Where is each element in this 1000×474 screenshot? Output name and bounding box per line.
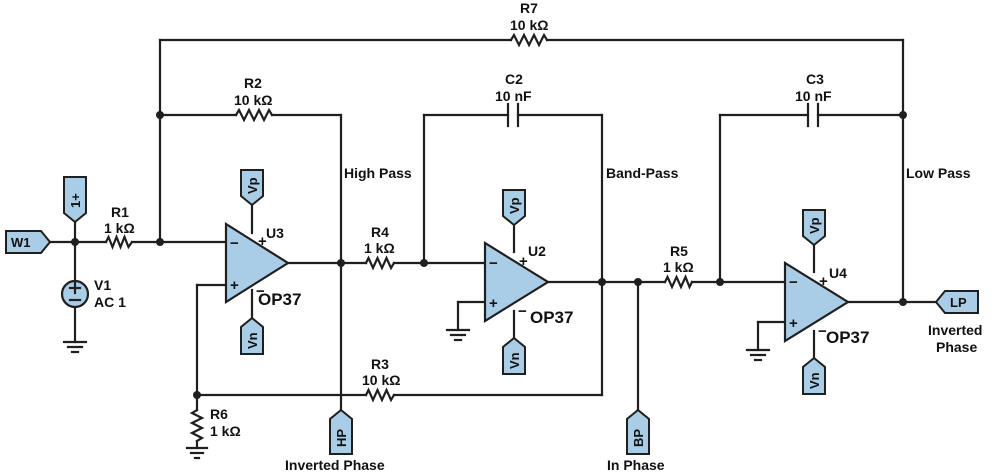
c3-ref: C3 [806,71,824,87]
r5-ref: R5 [670,243,688,259]
r1-value: 1 kΩ [104,220,135,236]
port-bp: BP [631,429,646,447]
r4-value: 1 kΩ [364,240,395,256]
port-w1: W1 [11,235,31,250]
resistor-r4 [364,255,396,271]
r2-ref: R2 [244,75,262,91]
opamp-u2: − + + − U2 OP37 [483,241,573,327]
u3-ref: U3 [266,225,284,241]
u3-vp-sign: + [258,233,267,250]
r3-value: 10 kΩ [362,372,400,388]
r3-ref: R3 [371,356,389,372]
junction-dots [71,111,907,399]
band-pass-label: Band-Pass [606,165,679,181]
u2-part: OP37 [530,308,573,327]
opamp-u4: − + + − U4 OP37 [783,261,869,347]
u3-part: OP37 [258,290,301,309]
r2-value: 10 kΩ [234,92,272,108]
ground-u2 [445,328,471,342]
u4-part: OP37 [826,328,869,347]
u3-vn-sign: − [256,283,265,300]
u2-vp-tag: Vp [507,197,522,214]
u2-ref: U2 [528,243,546,259]
port-hp: HP [334,429,349,447]
resistor-r3 [364,387,396,403]
capacitor-c2 [506,102,520,128]
bp-phase-label: In Phase [607,457,665,473]
voltage-source-v1 [60,279,90,309]
high-pass-label: High Pass [344,165,412,181]
v1-value: AC 1 [94,294,126,310]
u4-inverting-sign: − [789,274,798,291]
u2-vn-sign: − [518,303,527,320]
component-labels: R1 1 kΩ R2 10 kΩ R7 10 kΩ R4 1 kΩ R3 10 … [94,0,832,439]
c3-value: 10 nF [795,88,832,104]
u2-vn-tag: Vn [507,352,522,369]
u2-vp-sign: + [519,253,528,270]
u3-inverting-sign: − [230,235,239,252]
r1-ref: R1 [111,204,129,220]
c2-ref: C2 [505,71,523,87]
u4-noninverting-sign: + [789,315,798,332]
ground-u4 [745,348,771,362]
r4-ref: R4 [371,224,389,240]
resistor-r7 [509,32,549,48]
r6-value: 1 kΩ [210,423,241,439]
u4-vp-tag: Vp [807,217,822,234]
r7-value: 10 kΩ [510,17,548,33]
r5-value: 1 kΩ [663,259,694,275]
capacitor-c3 [806,102,820,128]
u4-vp-sign: + [819,273,828,290]
r7-ref: R7 [520,0,538,16]
u4-vn-tag: Vn [807,372,822,389]
low-pass-label: Low Pass [906,165,971,181]
ground-v1 [62,340,88,354]
signal-labels: High Pass Band-Pass Low Pass Inverted Ph… [285,165,982,473]
u4-vn-sign: − [818,323,827,340]
u3-vp-tag: Vp [245,177,260,194]
opamp-u3: − + + − U3 OP37 [224,222,301,309]
r6-ref: R6 [210,406,228,422]
wires [48,38,938,412]
resistor-r2 [234,107,274,123]
port-lp: LP [950,295,967,310]
hp-phase-label: Inverted Phase [285,457,385,473]
resistor-r1 [104,234,134,250]
c2-value: 10 nF [495,88,532,104]
lp-phase-label-line1: Inverted [928,322,982,338]
u3-noninverting-sign: + [230,277,239,294]
lp-phase-label-line2: Phase [936,339,977,355]
port-1plus: 1+ [68,193,83,208]
resistor-r5 [663,274,694,290]
u3-vn-tag: Vn [245,332,260,349]
supply-pins: Vp Vn Vp Vn Vp Vn [240,169,826,395]
v1-ref: V1 [94,277,111,293]
port-tags: W1 1+ HP BP LP [5,176,979,455]
u2-inverting-sign: − [489,255,498,272]
u4-ref: U4 [829,265,847,281]
resistor-r6 [185,408,209,460]
u2-noninverting-sign: + [489,295,498,312]
